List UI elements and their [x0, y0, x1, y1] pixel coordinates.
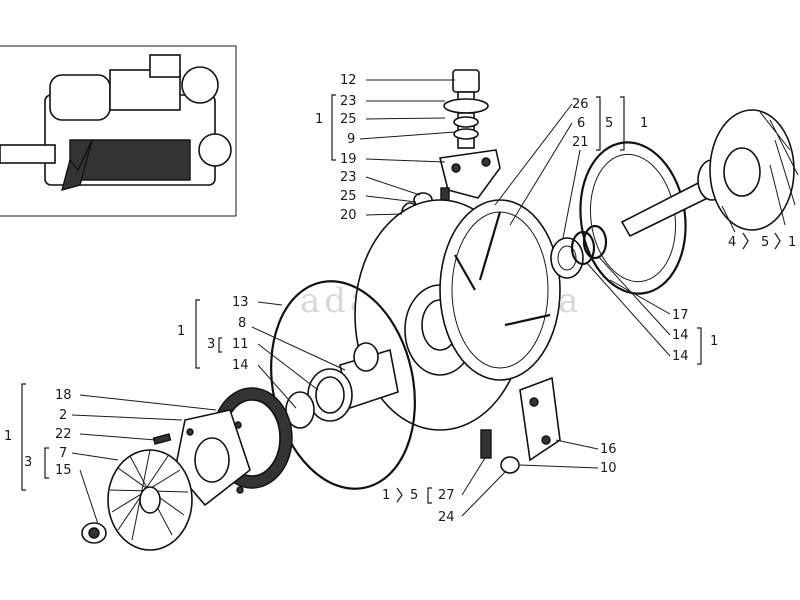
- callout-27: 27: [438, 488, 455, 503]
- compressor-cover-plate: [174, 409, 251, 507]
- callout-2: 2: [59, 408, 67, 423]
- callout-16: 16: [600, 442, 617, 457]
- callout-left-low-group: 18 2 22 7 15 3 1: [4, 383, 217, 525]
- callout-group-1b: 1: [640, 116, 648, 131]
- callout-group-1f: 1: [4, 429, 12, 444]
- callout-upper-right-group: 26 6 21 5 1: [494, 96, 648, 239]
- callout-18: 18: [55, 388, 72, 403]
- callout-10: 10: [600, 461, 617, 476]
- callout-right-low-group: 16 10: [519, 439, 617, 476]
- callout-24: 24: [438, 510, 455, 525]
- callout-group-1g: 1: [382, 488, 390, 503]
- callout-group-1d: 1: [710, 334, 718, 349]
- lock-plates: [480, 376, 561, 474]
- callout-14c: 14: [232, 358, 249, 373]
- callout-sub-3b: 3: [24, 455, 32, 470]
- callout-7: 7: [59, 446, 67, 461]
- callout-9: 9: [347, 132, 355, 147]
- callout-25: 25: [340, 112, 357, 127]
- callout-sub-5: 5: [605, 116, 613, 131]
- callout-26: 26: [572, 97, 589, 112]
- callout-22: 22: [55, 427, 72, 442]
- callout-sub-5b: 5: [761, 235, 769, 250]
- callout-17: 17: [672, 308, 689, 323]
- callout-14a: 14: [672, 328, 689, 343]
- seal-rings: [550, 224, 608, 279]
- callout-sub-5c: 5: [410, 488, 418, 503]
- callout-23: 23: [340, 94, 357, 109]
- callout-bottom-group: 1 5 27 24: [382, 457, 506, 525]
- callout-group-1e: 1: [177, 324, 185, 339]
- callout-mid-group: 23 25 20: [340, 170, 421, 223]
- callout-11: 11: [232, 337, 249, 352]
- wheel-nut: [81, 522, 107, 544]
- callout-turbine-shaft: 4 5 1: [721, 205, 796, 250]
- callout-8: 8: [238, 316, 246, 331]
- turbine-wheel-shaft: [620, 109, 799, 238]
- callout-top-group: 12 23 25 9 19 1: [315, 73, 456, 167]
- callout-12: 12: [340, 73, 357, 88]
- engine-illustration-icon: [0, 54, 232, 192]
- callout-sub-3: 3: [207, 337, 215, 352]
- callout-14b: 14: [672, 349, 689, 364]
- callout-23b: 23: [340, 170, 357, 185]
- callout-21: 21: [572, 135, 589, 150]
- callout-19: 19: [340, 152, 357, 167]
- compressor-wheel: [107, 449, 193, 551]
- callout-4: 4: [728, 235, 736, 250]
- callout-6: 6: [577, 116, 585, 131]
- callout-15: 15: [55, 463, 72, 478]
- callout-right-mid-group: 17 14 14 1: [585, 255, 718, 365]
- callout-left-mid-group: 13 8 11 14 3 1: [177, 295, 346, 409]
- shaft-sleeve: [285, 342, 399, 429]
- engine-inset: [0, 45, 237, 217]
- callout-13: 13: [232, 295, 249, 310]
- callout-25b: 25: [340, 189, 357, 204]
- oil-feed-fitting: [439, 69, 501, 209]
- callout-group-1: 1: [315, 112, 323, 127]
- heat-shield: [439, 199, 561, 381]
- callout-20: 20: [340, 208, 357, 223]
- callout-group-1c: 1: [788, 235, 796, 250]
- screw: [152, 433, 172, 445]
